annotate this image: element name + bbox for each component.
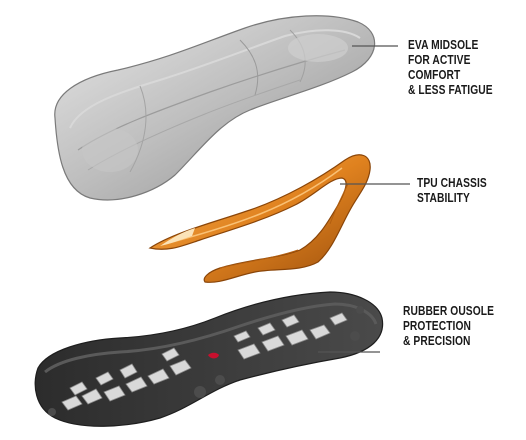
callout-eva-midsole: EVA MIDSOLE FOR ACTIVE COMFORT & LESS FA…: [408, 38, 493, 98]
callout-line: PROTECTION: [403, 319, 494, 334]
callout-line: RUBBER OUSOLE: [403, 304, 494, 319]
tpu-chassis-shape: [150, 155, 370, 283]
callout-line: TPU CHASSIS: [417, 176, 487, 191]
callout-line: STABILITY: [417, 191, 487, 206]
callout-line: & LESS FATIGUE: [408, 83, 493, 98]
rubber-outsole-shape: [35, 292, 382, 426]
callout-line: EVA MIDSOLE: [408, 38, 493, 53]
callout-line: COMFORT: [408, 68, 493, 83]
callout-line: & PRECISION: [403, 334, 494, 349]
callout-line: FOR ACTIVE: [408, 53, 493, 68]
callout-tpu-chassis: TPU CHASSIS STABILITY: [417, 176, 487, 206]
callout-rubber-outsole: RUBBER OUSOLE PROTECTION & PRECISION: [403, 304, 494, 349]
